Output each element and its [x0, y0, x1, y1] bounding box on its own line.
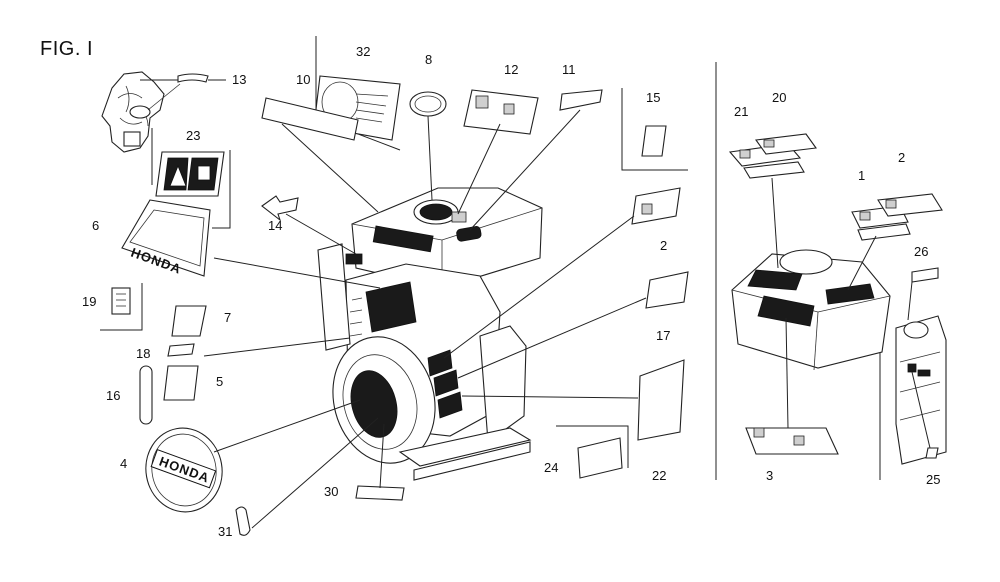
engine-illustration: [317, 187, 543, 481]
label-6-plate: HONDA: [121, 199, 211, 277]
callout-32: 32: [356, 44, 370, 59]
callout-22: 22: [652, 468, 666, 483]
label-13: [177, 73, 226, 83]
label-14-arrow: [261, 195, 299, 222]
label-22: [637, 359, 685, 441]
callout-7: 7: [224, 310, 231, 325]
label-16: [139, 365, 153, 425]
carburetor-illustration: [101, 71, 181, 153]
emblem-4: HONDA: [145, 427, 223, 513]
callout-11: 11: [562, 62, 576, 77]
callout-25: 25: [926, 472, 940, 487]
callout-31: 31: [218, 524, 232, 539]
fuel-tank-right: [731, 249, 891, 371]
label-12: [463, 89, 539, 135]
label-26: [911, 267, 939, 283]
callout-18: 18: [136, 346, 150, 361]
label-2-small: [631, 187, 681, 225]
callout-19: 19: [82, 294, 96, 309]
callout-6: 6: [92, 218, 99, 233]
callout-15: 15: [646, 90, 660, 105]
callout-labels: 32 8 10 12 11 13 23 6 14 15 2 17 19 7 18…: [82, 44, 940, 539]
label-11: [559, 89, 603, 111]
callout-21: 21: [734, 104, 748, 119]
label-25: [925, 447, 939, 459]
label-31: [235, 506, 251, 536]
label-1-2-right: [851, 193, 943, 241]
callout-10: 10: [296, 72, 310, 87]
callout-2: 2: [660, 238, 667, 253]
label-30: [355, 485, 405, 501]
callout-26: 26: [914, 244, 928, 259]
label-19: [111, 287, 131, 315]
callout-17: 17: [656, 328, 670, 343]
label-10: [261, 97, 359, 141]
leader-lines: [140, 79, 931, 529]
label-18: [167, 343, 195, 357]
label-24: [577, 437, 623, 479]
label-7: [171, 305, 207, 337]
label-15: [641, 125, 667, 157]
callout-30: 30: [324, 484, 338, 499]
cap-8: [409, 91, 447, 117]
callout-13: 13: [232, 72, 246, 87]
callout-24: 24: [544, 460, 558, 475]
callout-8: 8: [425, 52, 432, 67]
label-5: [163, 365, 199, 401]
callout-1: 1: [858, 168, 865, 183]
callout-16: 16: [106, 388, 120, 403]
callout-20: 20: [772, 90, 786, 105]
callout-5: 5: [216, 374, 223, 389]
callout-23: 23: [186, 128, 200, 143]
callout-12: 12: [504, 62, 518, 77]
callout-14: 14: [268, 218, 282, 233]
label-21-20: [728, 133, 817, 179]
side-panel-right: [895, 315, 947, 465]
label-23-warnings: [155, 151, 225, 197]
label-17: [645, 271, 689, 309]
figure-title: FIG. I: [40, 38, 93, 60]
callout-2-right: 2: [898, 150, 905, 165]
callout-4: 4: [120, 456, 127, 471]
label-3: [745, 427, 839, 455]
callout-3: 3: [766, 468, 773, 483]
